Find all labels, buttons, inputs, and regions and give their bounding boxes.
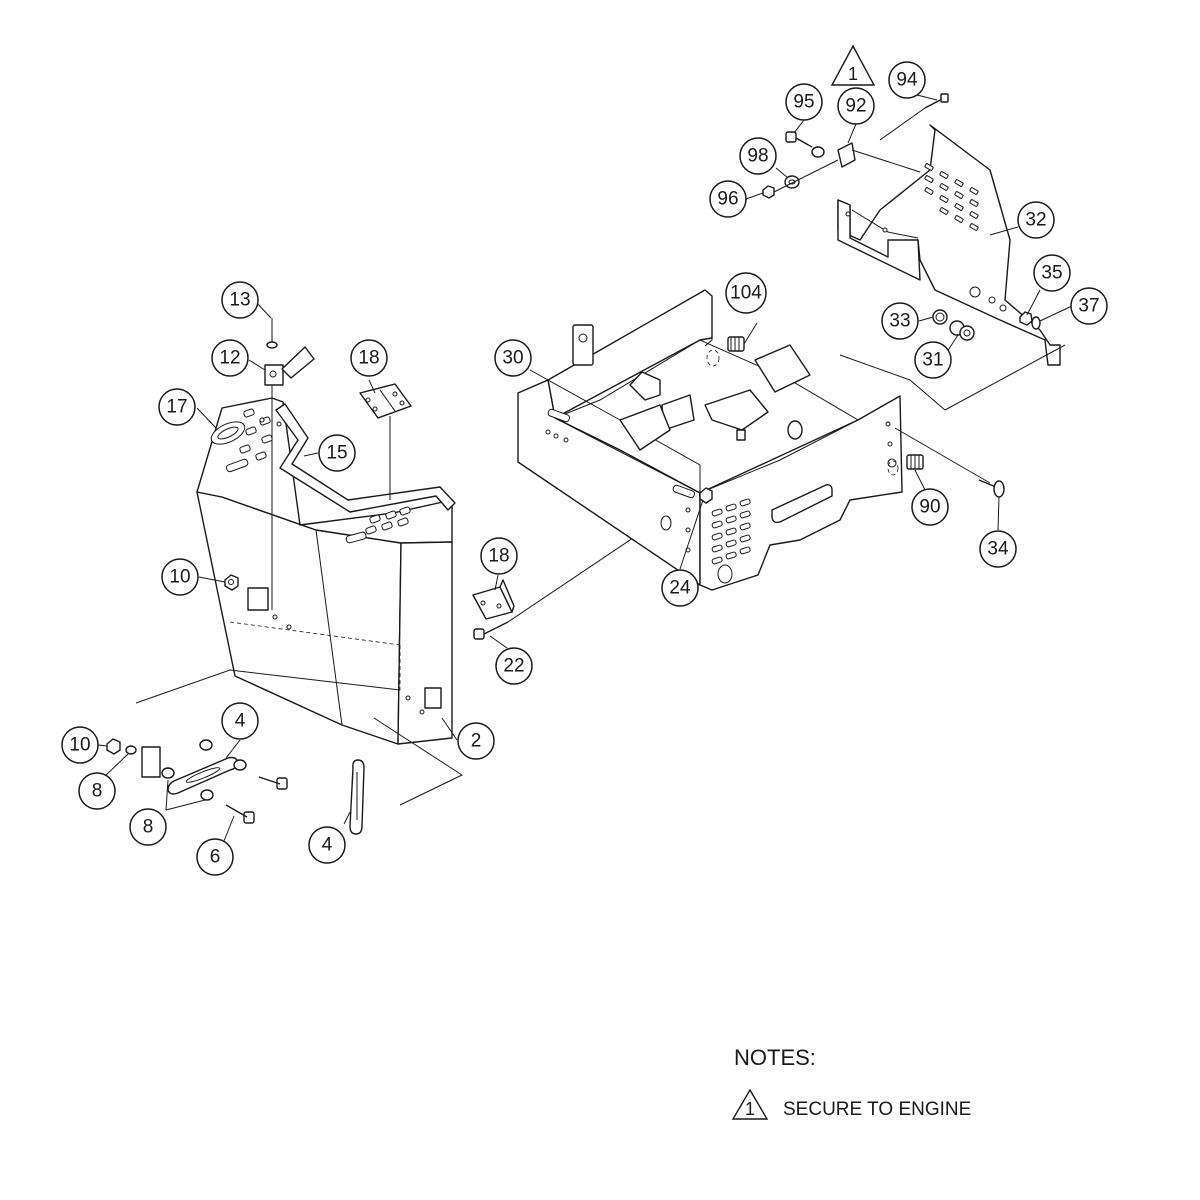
lift-rod-part-15 xyxy=(275,403,456,513)
svg-text:96: 96 xyxy=(717,189,738,210)
callout-10-upper: 10 xyxy=(161,558,199,596)
hood-vent-holes xyxy=(225,408,411,544)
bolt-part-34 xyxy=(978,479,1005,498)
svg-text:94: 94 xyxy=(896,70,918,91)
callout-90: 90 xyxy=(911,488,949,526)
svg-text:37: 37 xyxy=(1078,296,1099,317)
grab-handle-part-17 xyxy=(210,421,246,445)
svg-text:30: 30 xyxy=(502,348,523,369)
callout-2: 2 xyxy=(457,722,495,760)
hinge-part-18-upper xyxy=(359,383,412,500)
svg-text:10: 10 xyxy=(169,567,190,588)
frame-part-30 xyxy=(517,289,903,591)
fitting-part-90 xyxy=(887,427,991,484)
hinge-part-18-lower xyxy=(472,579,515,620)
svg-text:4: 4 xyxy=(322,835,333,856)
svg-text:34: 34 xyxy=(987,539,1009,560)
svg-text:18: 18 xyxy=(488,546,509,567)
callout-6: 6 xyxy=(196,838,234,876)
callout-98: 98 xyxy=(739,137,777,175)
frame-vent-slots xyxy=(711,484,833,584)
svg-text:17: 17 xyxy=(166,397,187,418)
svg-text:18: 18 xyxy=(358,348,379,369)
callout-8-center: 8 xyxy=(129,808,167,846)
callout-8-left: 8 xyxy=(78,772,116,810)
svg-text:31: 31 xyxy=(922,350,943,371)
callout-4-upper: 4 xyxy=(221,702,259,740)
svg-text:92: 92 xyxy=(845,96,866,117)
callout-34: 34 xyxy=(979,530,1017,568)
bracket-top-fasteners xyxy=(762,93,949,199)
callout-33: 33 xyxy=(881,302,919,340)
note-item-1: 1 SECURE TO ENGINE xyxy=(731,1088,971,1120)
note-flag-label: 1 xyxy=(745,1099,755,1119)
svg-text:4: 4 xyxy=(235,711,246,732)
callout-92: 92 xyxy=(837,87,875,125)
svg-text:8: 8 xyxy=(143,817,154,838)
callout-18-lower: 18 xyxy=(480,537,518,575)
bracket-vent-slots xyxy=(924,163,979,231)
note-text: SECURE TO ENGINE xyxy=(783,1099,971,1120)
engine-bracket-part-32 xyxy=(837,124,1066,411)
callout-31: 31 xyxy=(914,341,952,379)
callout-12: 12 xyxy=(211,339,249,377)
notes-block: NOTES: 1 SECURE TO ENGINE xyxy=(731,1045,971,1120)
nut-part-10-upper xyxy=(224,574,239,591)
svg-text:95: 95 xyxy=(793,92,814,113)
flag-note-1-triangle: 1 xyxy=(830,44,876,86)
callout-4-lower: 4 xyxy=(308,826,346,864)
callout-15: 15 xyxy=(318,434,356,472)
svg-text:6: 6 xyxy=(210,847,221,868)
callout-10-lower: 10 xyxy=(61,726,99,764)
svg-text:10: 10 xyxy=(69,735,90,756)
callout-37: 37 xyxy=(1070,287,1108,325)
svg-text:22: 22 xyxy=(503,656,524,677)
callout-24: 24 xyxy=(661,569,699,607)
svg-text:12: 12 xyxy=(219,348,240,369)
callout-22: 22 xyxy=(495,647,533,685)
callout-13: 13 xyxy=(221,281,259,319)
svg-text:98: 98 xyxy=(747,146,768,167)
svg-text:13: 13 xyxy=(229,290,250,311)
callout-35: 35 xyxy=(1033,254,1071,292)
svg-text:1: 1 xyxy=(848,64,858,84)
svg-text:33: 33 xyxy=(889,311,910,332)
svg-text:35: 35 xyxy=(1041,263,1062,284)
hood-console-part-2 xyxy=(196,397,453,745)
callout-94: 94 xyxy=(888,61,926,99)
notes-title: NOTES: xyxy=(734,1045,816,1070)
svg-text:15: 15 xyxy=(326,443,347,464)
callout-32: 32 xyxy=(1017,201,1055,239)
callout-17: 17 xyxy=(158,388,196,426)
callout-95: 95 xyxy=(785,83,823,121)
callout-104: 104 xyxy=(725,272,767,314)
bracket-hardware xyxy=(932,309,1041,341)
svg-text:32: 32 xyxy=(1025,210,1046,231)
svg-text:2: 2 xyxy=(471,731,482,752)
callout-30: 30 xyxy=(494,339,532,377)
svg-text:8: 8 xyxy=(92,781,103,802)
svg-text:24: 24 xyxy=(669,578,691,599)
svg-text:104: 104 xyxy=(730,283,762,304)
fitting-part-104 xyxy=(706,322,758,367)
callout-bubbles: 13 12 18 17 15 10 18 22 2 4 10 8 8 6 4 3… xyxy=(61,44,1108,876)
svg-text:90: 90 xyxy=(919,497,940,518)
callout-18-upper: 18 xyxy=(350,339,388,377)
latch-part-12 xyxy=(264,318,315,610)
callout-96: 96 xyxy=(709,180,747,218)
lower-hardware xyxy=(106,669,464,835)
